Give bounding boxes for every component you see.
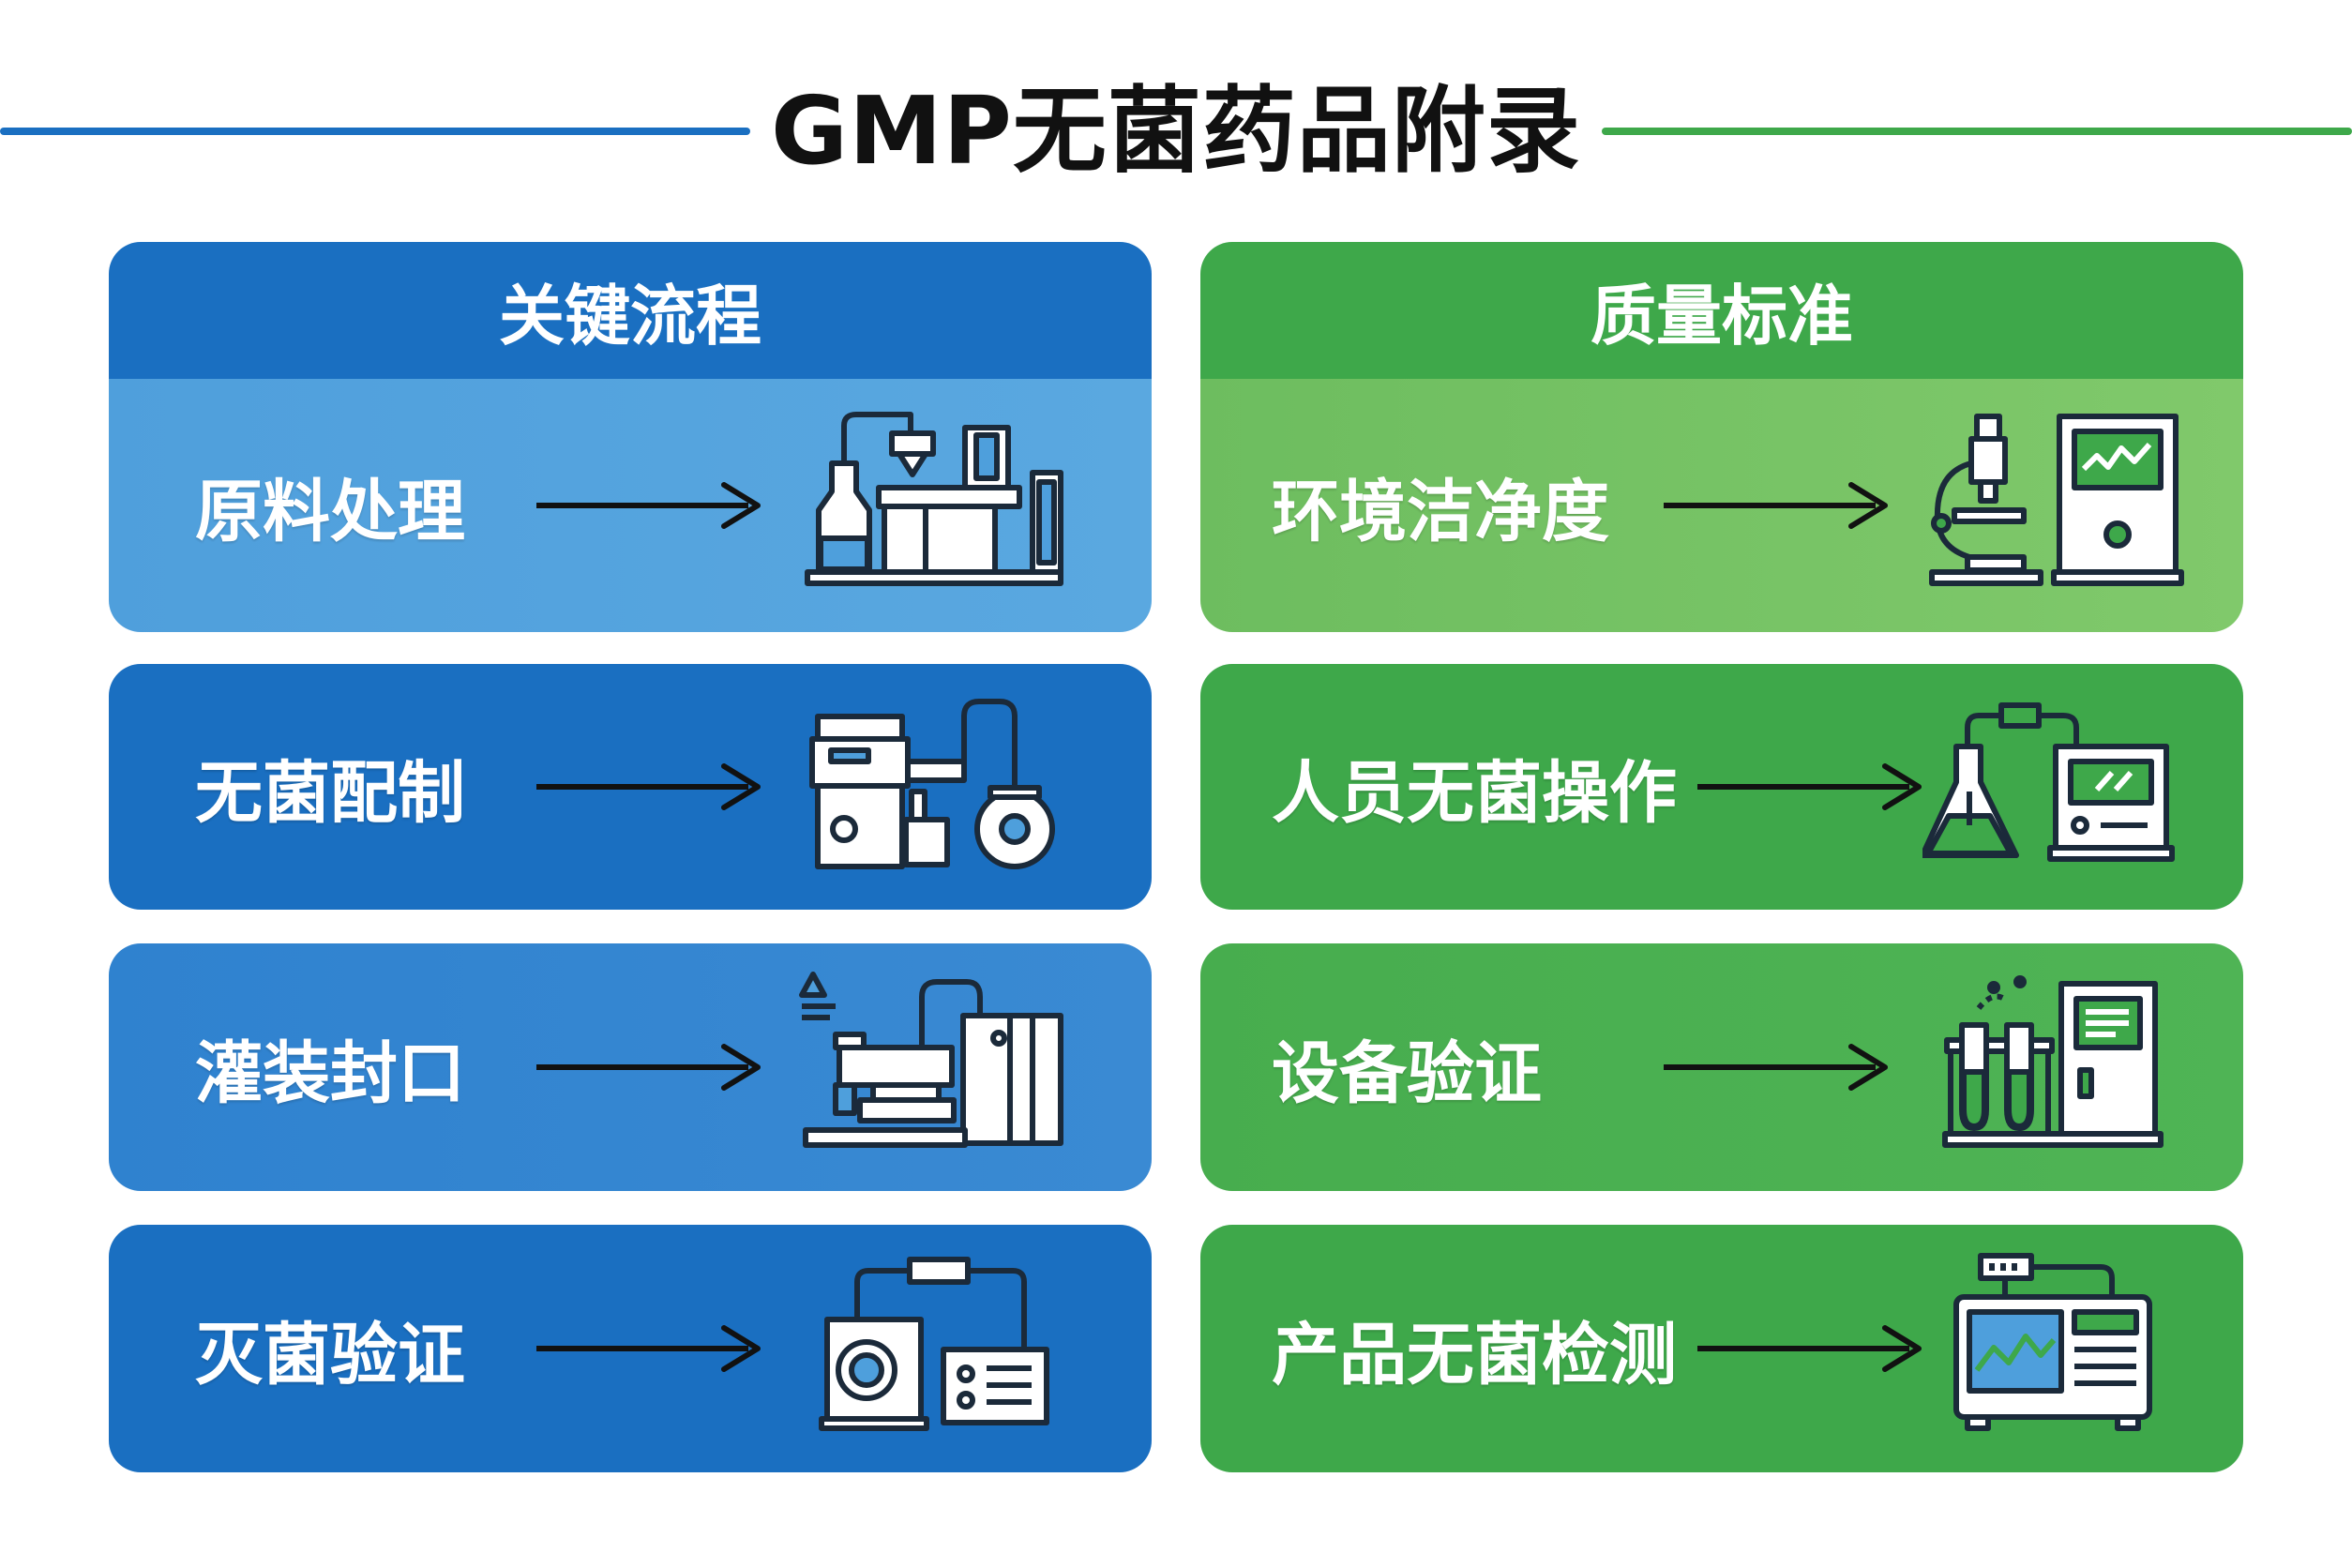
quality-label: 设备验证 [1272, 1033, 1543, 1113]
quality-row-sterility-testing: 产品无菌检测 [1200, 1225, 2243, 1472]
arrow-right-icon [536, 482, 761, 529]
quality-row-equipment-validation: 设备验证 [1200, 943, 2243, 1191]
test-tubes-cabinet-icon [1942, 975, 2164, 1148]
mixing-reactor-icon [809, 699, 1055, 869]
page-title: GMP无菌药品附录 [771, 76, 1581, 186]
quality-label: 产品无菌检测 [1272, 1315, 1678, 1395]
title-rule-right [1602, 128, 2352, 135]
process-label: 灭菌验证 [195, 1315, 466, 1395]
flask-analyzer-icon [1922, 702, 2175, 862]
arrow-right-icon [536, 1325, 761, 1372]
sterilizer-autoclave-icon [819, 1257, 1049, 1431]
quality-label: 环境洁净度 [1272, 472, 1610, 551]
quality-standards-header-label: 质量标准 [1591, 277, 1853, 354]
quality-standards-card: 质量标准 环境洁净度 [1200, 242, 2243, 632]
quality-label: 人员无菌操作 [1272, 753, 1678, 833]
microscope-monitor-icon [1929, 414, 2184, 586]
analyzer-screen-icon [1953, 1253, 2152, 1431]
process-label: 灌装封口 [195, 1033, 466, 1113]
key-process-card: 关键流程 原料处理 [109, 242, 1152, 632]
arrow-right-icon [536, 1044, 761, 1091]
process-row-raw-material: 原料处理 [109, 379, 1152, 632]
key-process-header-label: 关键流程 [499, 277, 761, 354]
process-row-sterilization-validation: 灭菌验证 [109, 1225, 1152, 1472]
quality-standards-header: 质量标准 [1200, 242, 2243, 379]
title-rule-left [0, 128, 750, 135]
arrow-right-icon [536, 763, 761, 810]
lab-bottle-dispenser-icon [805, 412, 1063, 586]
process-row-aseptic-prep: 无菌配制 [109, 664, 1152, 910]
arrow-right-icon [1664, 1044, 1888, 1091]
filling-machine-icon [799, 972, 1063, 1148]
key-process-header: 关键流程 [109, 242, 1152, 379]
arrow-right-icon [1664, 482, 1888, 529]
process-label: 无菌配制 [195, 753, 466, 833]
quality-row-environment: 环境洁净度 [1200, 379, 2243, 632]
process-row-filling-sealing: 灌装封口 [109, 943, 1152, 1191]
arrow-right-icon [1697, 763, 1922, 810]
quality-row-personnel: 人员无菌操作 [1200, 664, 2243, 910]
process-label: 原料处理 [195, 472, 466, 551]
arrow-right-icon [1697, 1325, 1922, 1372]
